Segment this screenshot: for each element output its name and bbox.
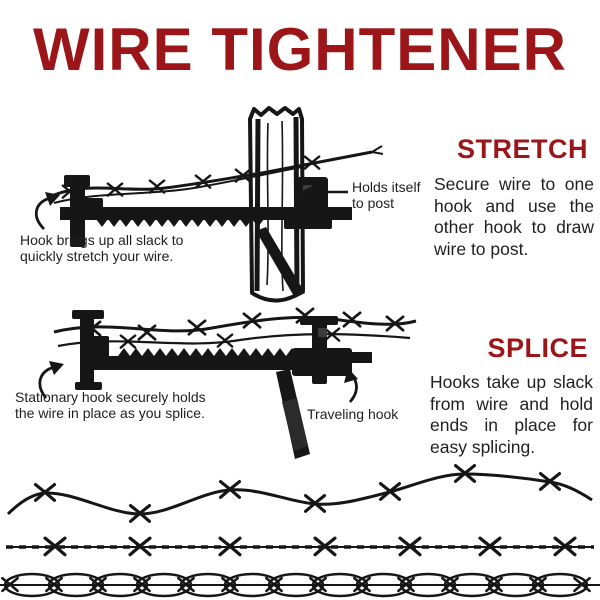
barbed-wire-row-3 [0,572,600,598]
traveling-hook-arrow [344,368,358,403]
fence-post-drawing [248,106,305,303]
holds-itself-arrow [300,185,348,199]
stationary-hook-label: Stationary hook securely holds the wire … [15,389,206,421]
holds-itself-label: Holds itself to post [352,179,421,211]
stretch-heading: STRETCH [457,134,588,164]
splice-tool-drawing [72,310,372,459]
page-title: WIRE TIGHTENER [33,16,567,83]
splice-heading: SPLICE [487,333,588,363]
barbed-wire-decoration [0,464,600,598]
splice-illustration [38,307,417,459]
barbed-wire-strand [53,145,384,204]
tool-handle [276,369,310,459]
traveling-hook-label: Traveling hook [307,406,399,422]
barbed-wire-row-2 [6,536,594,557]
stretch-description: Secure wire to one hook and use the othe… [434,174,594,259]
barbed-wire-row-1 [6,464,593,523]
tool-brace [256,227,305,298]
spliced-wires [53,315,417,348]
splice-description: Hooks take up slack from wire and hold e… [430,372,593,457]
hook-slack-label: Hook brings up all slack to quickly stre… [20,232,184,264]
hook-curved-arrow [35,192,60,230]
